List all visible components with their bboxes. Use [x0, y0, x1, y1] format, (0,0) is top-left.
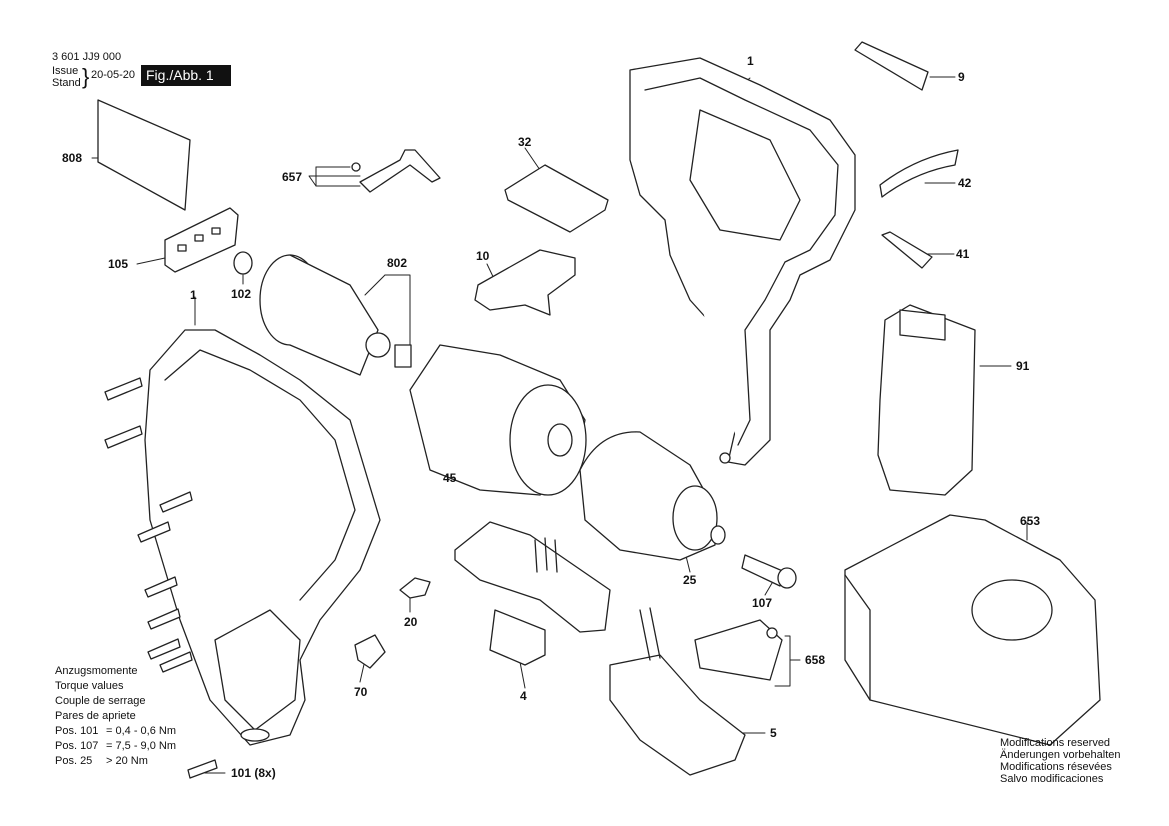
part-label-32: 32 — [518, 135, 532, 149]
figure-label: Fig./Abb. 1 — [141, 65, 231, 86]
notice-es: Salvo modificaciones — [1000, 773, 1104, 785]
housing-half-left — [144, 329, 381, 746]
part-label-70: 70 — [354, 685, 368, 699]
notice-fr: Modifications résevées — [1000, 761, 1112, 773]
part-label-107: 107 — [752, 596, 773, 610]
cover-plate-105 — [164, 207, 239, 273]
part-label-20: 20 — [404, 615, 418, 629]
part-label-1b: 1 — [190, 288, 197, 302]
issue-date: 20-05-20 — [91, 69, 136, 81]
battery-91 — [877, 304, 976, 496]
part-label-105: 105 — [108, 257, 129, 271]
part-label-1a: 1 — [747, 54, 754, 68]
issue-label: Issue — [52, 65, 79, 77]
battery-contact-5 — [609, 607, 746, 776]
part-label-657: 657 — [282, 170, 303, 184]
label-42 — [879, 149, 959, 198]
torque-title-en: Torque values — [55, 680, 124, 692]
motor-802 — [259, 254, 412, 376]
part-label-9: 9 — [958, 70, 965, 84]
switch-10 — [474, 249, 576, 316]
torque-val-25: > 20 Nm — [106, 755, 148, 767]
torque-title-fr: Couple de serrage — [55, 695, 146, 707]
housing-half-right — [629, 57, 856, 466]
electronics-board-4 — [454, 521, 611, 666]
part-label-41: 41 — [956, 247, 970, 261]
part-label-101: 101 (8x) — [231, 766, 276, 780]
torque-val-107: = 7,5 - 9,0 Nm — [106, 740, 177, 752]
torque-val-101: = 0,4 - 0,6 Nm — [106, 725, 177, 737]
part-label-10: 10 — [476, 249, 490, 263]
part-label-102: 102 — [231, 287, 252, 301]
notice-de: Änderungen vorbehalten — [1000, 749, 1121, 761]
contact-block-658 — [694, 619, 783, 681]
part-label-25: 25 — [683, 573, 697, 587]
chuck-25 — [579, 431, 726, 561]
part-label-5: 5 — [770, 726, 777, 740]
part-label-808: 808 — [62, 151, 83, 165]
notice-en: Modifications reserved — [1000, 737, 1111, 749]
doc-number: 3 601 JJ9 000 — [52, 51, 122, 63]
switch-cover-32 — [504, 164, 609, 233]
gearbox-45 — [409, 344, 587, 496]
charger-653 — [844, 514, 1101, 746]
part-label-658: 658 — [805, 653, 826, 667]
part-label-91: 91 — [1016, 359, 1030, 373]
screws-101 — [104, 377, 218, 779]
part-label-45: 45 — [443, 471, 457, 485]
part-label-802: 802 — [387, 256, 408, 270]
bracket-657 — [351, 149, 441, 193]
spring-70 — [354, 634, 386, 669]
screw-107 — [741, 554, 797, 589]
part-label-4: 4 — [520, 689, 527, 703]
torque-title-es: Pares de apriete — [55, 710, 136, 722]
knob-102 — [233, 251, 253, 275]
label-41 — [881, 231, 933, 269]
torque-pos-25: Pos. 25 — [55, 755, 93, 767]
nameplate-808 — [97, 99, 191, 211]
label-strip-9 — [854, 41, 929, 91]
clip-20 — [399, 577, 431, 599]
brace-glyph: } — [82, 64, 90, 89]
part-label-653: 653 — [1020, 514, 1041, 528]
stand-label: Stand — [52, 77, 81, 89]
part-label-42: 42 — [958, 176, 972, 190]
torque-pos-107: Pos. 107 — [55, 740, 99, 752]
torque-title-de: Anzugsmomente — [55, 665, 138, 677]
torque-pos-101: Pos. 101 — [55, 725, 99, 737]
